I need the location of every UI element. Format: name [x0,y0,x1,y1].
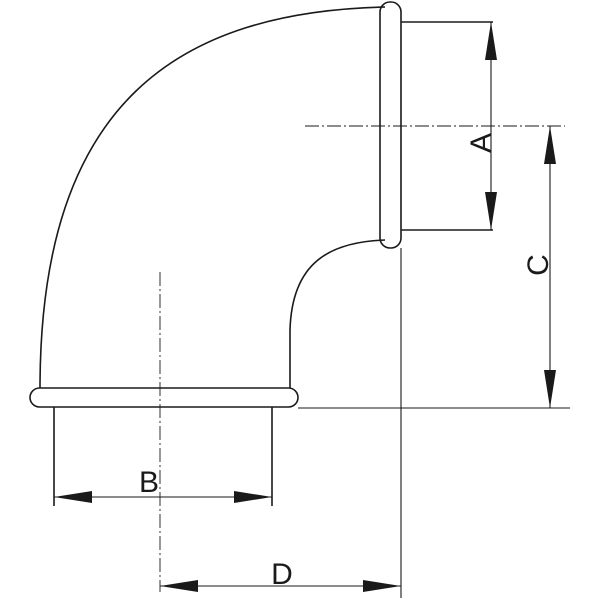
dimension-c-arrow-top [544,126,556,164]
dimension-a-arrow-top [485,22,497,60]
bottom-flange-bead [29,387,299,408]
dimension-a-label: A [465,133,498,153]
dimension-b-arrow-right [234,491,272,503]
dimension-b-label: B [139,466,159,499]
elbow-outer-curve [39,6,386,389]
dimension-b-arrow-left [54,491,92,503]
dimension-c-arrow-bottom [544,370,556,408]
elbow-inner-curve [289,239,386,388]
dimension-d-arrow-right [363,580,401,592]
dimension-d-arrow-left [160,580,198,592]
dimension-a-arrow-bottom [485,192,497,230]
dimension-c-label: C [522,254,555,276]
top-flange-bead [379,1,402,249]
dimension-d-label: D [271,558,293,591]
